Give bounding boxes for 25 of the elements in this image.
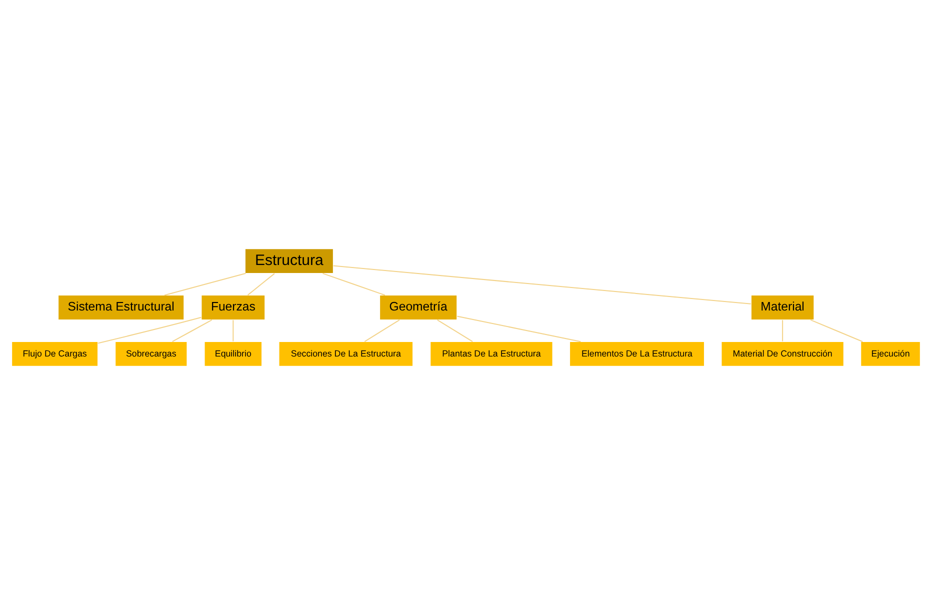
connector xyxy=(364,318,400,342)
connector xyxy=(810,318,863,342)
connector xyxy=(172,318,212,342)
node-box: Plantas De La Estructura xyxy=(430,340,553,366)
node-box: Ejecución xyxy=(860,340,921,366)
connector xyxy=(457,315,581,342)
node-box: Elementos De La Estructura xyxy=(569,340,705,366)
node-box: Material xyxy=(750,294,814,320)
connector xyxy=(98,316,202,344)
node-box: Sistema Estructural xyxy=(58,294,184,320)
connector xyxy=(232,320,234,341)
node-box: Estructura xyxy=(244,248,334,274)
node-box: Secciones De La Estructura xyxy=(278,340,414,366)
node-box: Sobrecargas xyxy=(114,340,188,366)
connector xyxy=(322,272,386,296)
connector xyxy=(333,264,751,304)
node-box: Geometría xyxy=(379,294,458,320)
node-box: Equilibrio xyxy=(204,340,262,366)
node-box: Flujo De Cargas xyxy=(11,340,98,366)
node-box: Material De Construcción xyxy=(721,340,844,366)
node-box: Fuerzas xyxy=(201,294,266,320)
connector xyxy=(164,272,246,296)
connector xyxy=(782,320,784,341)
connector xyxy=(247,272,275,295)
connector xyxy=(437,318,473,342)
